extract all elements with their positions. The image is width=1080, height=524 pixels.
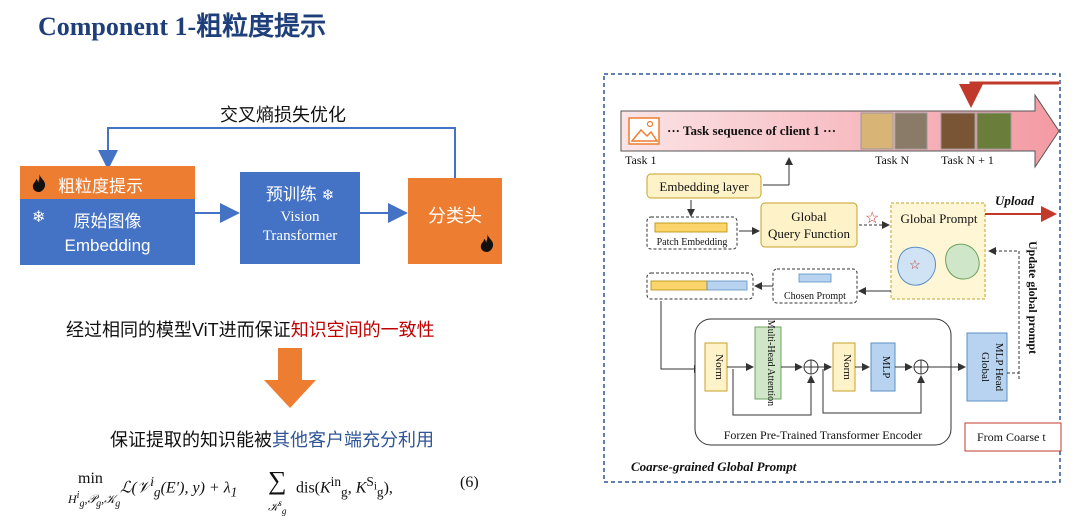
gmlp-line2: MLP Head [993,343,1005,392]
upload-label: Upload [995,193,1035,208]
global-mlp-head-box [966,332,1008,402]
fire-icon [32,174,46,192]
animal-image [940,112,976,150]
norm-label-2: Norm [841,354,853,380]
statement-1: 经过相同的模型ViT进而保证知识空间的一致性 [66,316,435,342]
mlp-label: MLP [880,356,892,379]
mha-box [754,326,782,400]
original-line1: 原始图像 [73,212,142,231]
statement-2: 保证提取的知识能被其他客户端充分利用 [110,426,434,452]
coarse-grained-global-prompt-diagram: ··· Task sequence of client 1 ··· Task 1… [603,73,1062,483]
embedding-layer-box [646,173,762,199]
coarse-prompt-box: 粗粒度提示 [20,166,195,199]
from-coarse-box [964,422,1062,452]
update-global-prompt-label: Update global prompt [1026,241,1040,354]
embedding-layer-label: Embedding layer [659,179,749,194]
patch-tokens [654,222,728,233]
taskN1-label: Task N + 1 [941,153,994,167]
coarse-prompt-label: 粗粒度提示 [58,177,143,196]
star-icon: ☆ [865,210,879,227]
statement-1-main: 经过相同的模型ViT进而保证 [66,320,291,340]
classification-head-box: 分类头 [408,178,502,264]
encoder-label: Forzen Pre-Trained Transformer Encoder [724,428,923,442]
fire-icon [480,234,494,252]
left-flow-arrows [98,127,456,408]
statement-2-highlight: 其他客户端充分利用 [272,430,434,450]
page-title: Component 1-粗粒度提示 [38,12,327,41]
crocodile-image [976,112,1012,150]
vit-line1: 预训练 [265,185,317,204]
vit-line2: Vision [280,209,320,225]
vit-box: 预训练 ❄ Vision Transformer [240,172,360,264]
head-label: 分类头 [428,206,482,226]
cat-image [894,112,928,150]
prompt-cluster-blue [897,246,936,286]
original-line2: Embedding [64,236,151,255]
gqf-line2: Query Function [768,226,850,241]
mha-label: Multi-Head Attention [765,320,776,406]
original-embedding-box: ❄ 原始图像 Embedding [20,199,195,265]
global-prompt-label: Global Prompt [901,211,978,226]
gqf-line1: Global [791,209,827,224]
statement-1-highlight: 知识空间的一致性 [290,320,435,340]
diagram-frame [603,73,1061,483]
update-arrow [988,247,1020,379]
prompt-cluster-green [945,243,980,280]
patch-embedding-label: Patch Embedding [657,237,728,248]
mlp-box [870,342,896,392]
gmlp-line1: Global [979,352,991,382]
next-task-arrow [959,81,1059,108]
dog-image [860,112,894,150]
down-arrow [264,348,316,408]
equation-number: (6) [460,474,479,491]
snowflake-icon: ❄ [321,187,335,204]
taskN-label: Task N [875,153,909,167]
star-icon: ☆ [909,257,921,272]
feedback-arrow [98,127,456,178]
vit-line3: Transformer [262,228,338,244]
global-query-function-box [760,202,858,248]
loss-label: 交叉熵损失优化 [220,105,346,125]
equation-6: min Hig,𝒫g,𝒦g ℒ(𝒱ig(E′), y) + λ1 ∑ 𝒦sg d… [68,466,479,516]
snowflake-icon: ❄ [32,209,46,226]
task-sequence-label: ··· Task sequence of client 1 ··· [667,123,836,138]
diagram-caption: Coarse-grained Global Prompt [631,459,797,474]
chosen-prompt-label: Chosen Prompt [784,291,846,302]
chosen-prompt-box [772,268,858,304]
from-coarse-label: From Coarse t [977,430,1046,444]
statement-2-main: 保证提取的知识能被 [110,430,272,450]
norm-label-1: Norm [713,354,725,380]
task1-label: Task 1 [625,153,657,167]
